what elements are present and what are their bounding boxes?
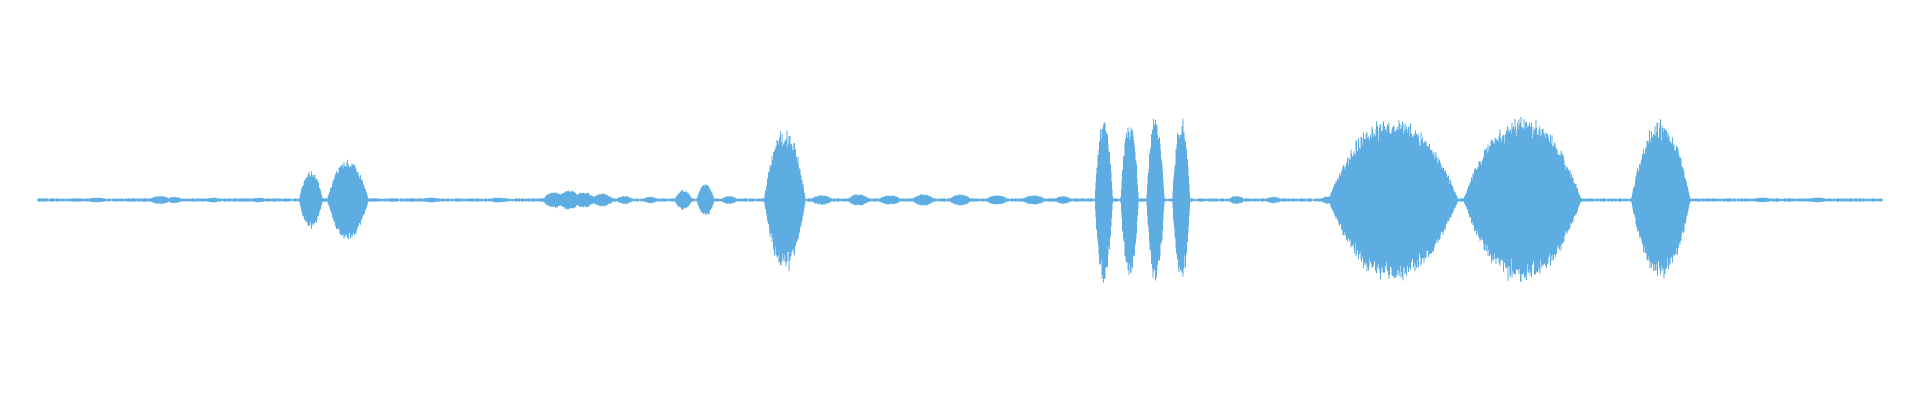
waveform-path	[37, 117, 1883, 283]
